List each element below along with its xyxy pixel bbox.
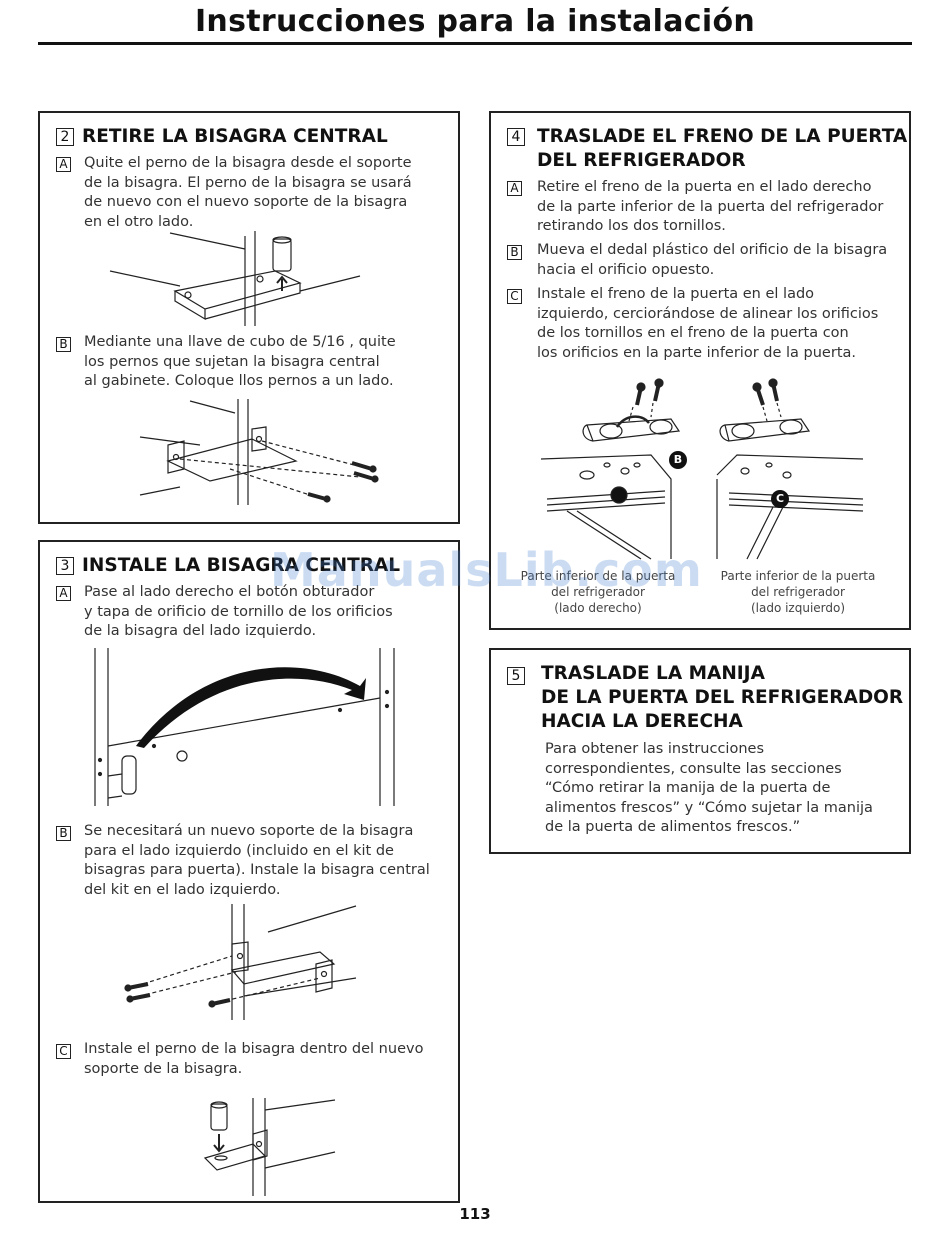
section-5-number: 5	[507, 667, 525, 685]
door-stop-right-illustration	[540, 378, 681, 560]
section-4-step-b-label: B	[507, 245, 522, 260]
section-3-step-b-text: Se necesitará un nuevo soporte de la bis…	[84, 823, 430, 898]
section-4-step-c-label: C	[507, 289, 522, 304]
page-number: 113	[459, 1205, 491, 1223]
section-3-number: 3	[56, 557, 74, 575]
section-2-number: 2	[56, 128, 74, 146]
section-4-title: TRASLADE EL FRENO DE LA PUERTA DEL REFRI…	[537, 126, 908, 171]
hinge-pin-removal-illustration	[109, 231, 361, 326]
section-3-step-c-text: Instale el perno de la bisagra dentro de…	[84, 1041, 424, 1077]
section-4-step-a-text: Retire el freno de la puerta en el lado …	[537, 179, 884, 234]
door-stop-left-illustration	[716, 378, 864, 560]
caption-left-side: Parte inferior de la puerta del refriger…	[720, 569, 876, 615]
new-hinge-install-illustration	[124, 904, 357, 1020]
section-2-step-b-text: Mediante una llave de cubo de 5/16 , qui…	[84, 334, 396, 389]
section-4-number: 4	[507, 128, 525, 146]
section-3-title: INSTALE LA BISAGRA CENTRAL	[82, 555, 401, 576]
section-4-step-b-text: Mueva el dedal plástico del orificio de …	[537, 242, 888, 278]
section-5-title: TRASLADE LA MANIJA DE LA PUERTA DEL REFR…	[541, 663, 904, 732]
callout-b-badge: B	[669, 451, 687, 469]
section-2-step-b-label: B	[56, 337, 71, 352]
section-3-step-a-label: A	[56, 586, 71, 601]
section-4-step-a-label: A	[507, 181, 522, 196]
watermark: ManualsLib.com	[270, 543, 703, 597]
hinge-bolts-removal-illustration	[139, 399, 379, 505]
callout-c-badge: C	[771, 490, 789, 508]
section-3-box: 3 INSTALE LA BISAGRA CENTRAL A Pase al l…	[38, 540, 460, 1203]
section-3-step-b-label: B	[56, 826, 71, 841]
section-2-box: 2 RETIRE LA BISAGRA CENTRAL A Quite el p…	[38, 111, 460, 524]
plug-transfer-illustration	[94, 648, 395, 806]
section-3-step-a-text: Pase al lado derecho el botón obturador …	[84, 584, 393, 639]
section-5-box: 5 TRASLADE LA MANIJA DE LA PUERTA DEL RE…	[489, 648, 911, 854]
section-3-step-c-label: C	[56, 1044, 71, 1059]
page-title: Instrucciones para la instalación	[194, 4, 756, 39]
hinge-pin-install-illustration	[203, 1098, 336, 1196]
section-2-title: RETIRE LA BISAGRA CENTRAL	[82, 126, 388, 147]
section-4-box: 4 TRASLADE EL FRENO DE LA PUERTA DEL REF…	[489, 111, 911, 630]
section-2-step-a-text: Quite el perno de la bisagra desde el so…	[84, 155, 412, 230]
caption-right-side: Parte inferior de la puerta del refriger…	[520, 569, 676, 615]
section-2-step-a-label: A	[56, 157, 71, 172]
section-4-step-c-text: Instale el freno de la puerta en el lado…	[537, 286, 879, 361]
title-rule	[38, 42, 912, 45]
section-5-text: Para obtener las instrucciones correspon…	[545, 741, 873, 835]
